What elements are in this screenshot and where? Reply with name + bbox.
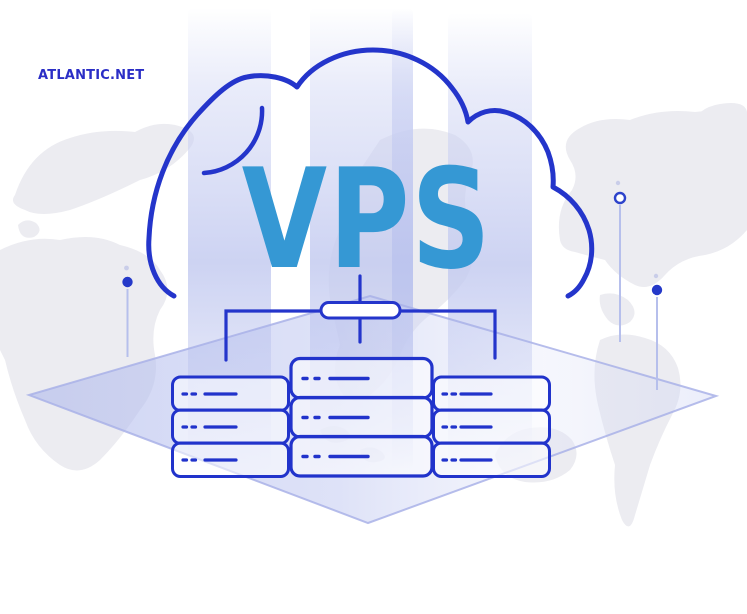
- server-stack-left-leds: [181, 392, 238, 462]
- vps-headline: VPS: [242, 140, 493, 300]
- server-stack-right-leds: [441, 392, 493, 462]
- pin-ring-icon: [613, 191, 627, 205]
- map-uk: [18, 220, 40, 238]
- pin-dot-icon: [122, 276, 133, 288]
- cloud-icon: [146, 47, 595, 299]
- pin-faint-dot: [653, 273, 659, 279]
- server-stacks: [171, 356, 551, 478]
- pin-dot-icon: [651, 284, 663, 296]
- cloud-inner-arc: [201, 105, 265, 176]
- map-arabia: [97, 296, 147, 347]
- brand-logo: atlantic.net: [38, 62, 145, 84]
- map-europe: [12, 123, 195, 214]
- map-central-america: [599, 293, 635, 326]
- map-greenland: [690, 103, 747, 149]
- decor-pins: [122, 180, 663, 390]
- pill-node: [319, 301, 402, 320]
- map-north-america: [558, 110, 747, 288]
- server-stack-center-leds: [301, 376, 370, 459]
- pin-right-dot: [651, 273, 663, 390]
- pin-right-ring: [613, 180, 627, 342]
- cloud-outline-path: [146, 47, 595, 299]
- pin-faint-dot: [615, 180, 621, 186]
- pin-left: [122, 265, 133, 357]
- pin-faint-dot: [124, 265, 129, 271]
